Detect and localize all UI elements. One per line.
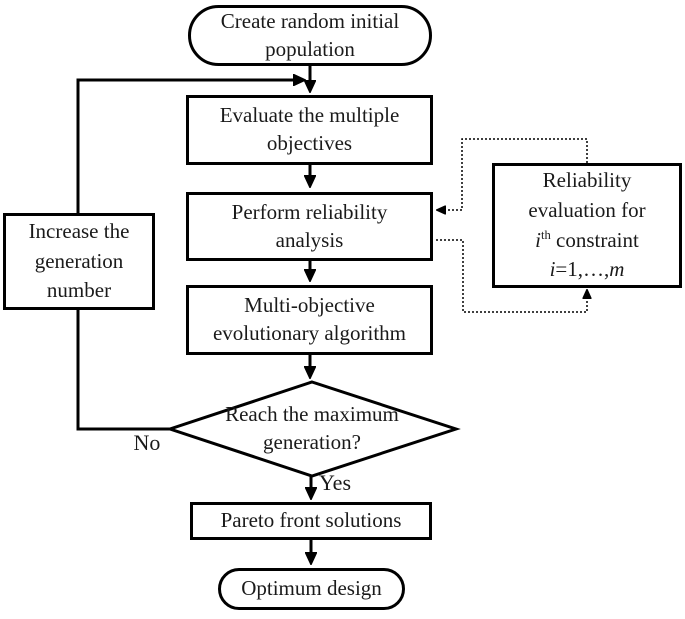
- node-text-line: population: [265, 36, 355, 61]
- node-text-line: Optimum design: [241, 576, 382, 601]
- node-create-initial-population: Create random initial population: [188, 5, 432, 66]
- superscript-th: th: [540, 227, 551, 242]
- node-text-line: generation?: [263, 430, 361, 454]
- node-text-line: Create random initial: [220, 8, 400, 33]
- node-perform-reliability-analysis: Perform reliability analysis: [186, 192, 433, 261]
- node-text-line: Reach the maximum: [225, 402, 399, 427]
- math-var-i: i: [549, 257, 556, 282]
- node-text-line: evolutionary algorithm: [212, 321, 407, 345]
- node-text-fragment: =1,…,: [555, 257, 610, 282]
- node-multiobjective-evolutionary-algorithm: Multi-objective evolutionary algorithm: [186, 285, 433, 355]
- node-increase-generation-number: Increase the generation number: [3, 213, 155, 310]
- node-text-line: ith constraint: [535, 226, 639, 256]
- node-reliability-evaluation-constraint: Reliability evaluation for ith constrain…: [492, 163, 682, 288]
- math-var-m: m: [609, 257, 625, 282]
- node-text-line: Pareto front solutions: [220, 508, 402, 533]
- node-text-line: evaluation for: [528, 197, 646, 222]
- math-var-i: i: [535, 227, 541, 252]
- node-text-line: i=1,…,m: [550, 255, 625, 285]
- node-text-line: Perform reliability: [231, 199, 388, 224]
- node-optimum-design: Optimum design: [218, 568, 405, 610]
- edge-dotted-reliability-to-releval: [436, 239, 587, 313]
- node-text-line: Reliability: [542, 167, 632, 192]
- edge-dotted-releval-to-reliability: [437, 138, 588, 210]
- edge-label-yes: Yes: [319, 470, 352, 495]
- node-decision-max-generation: Reach the maximum generation?: [187, 397, 437, 461]
- node-text-fragment: constraint: [550, 227, 639, 252]
- node-text-line: objectives: [266, 131, 353, 155]
- edge-label-no: No: [133, 430, 161, 455]
- node-text-line: Increase the: [28, 218, 130, 243]
- node-text-line: generation: [34, 248, 124, 273]
- node-text-line: analysis: [275, 227, 344, 252]
- node-pareto-front-solutions: Pareto front solutions: [190, 502, 432, 540]
- node-text-line: Evaluate the multiple: [219, 103, 400, 128]
- node-text-line: Multi-objective: [244, 293, 375, 318]
- node-evaluate-objectives: Evaluate the multiple objectives: [186, 95, 433, 165]
- node-text-line: number: [46, 278, 112, 303]
